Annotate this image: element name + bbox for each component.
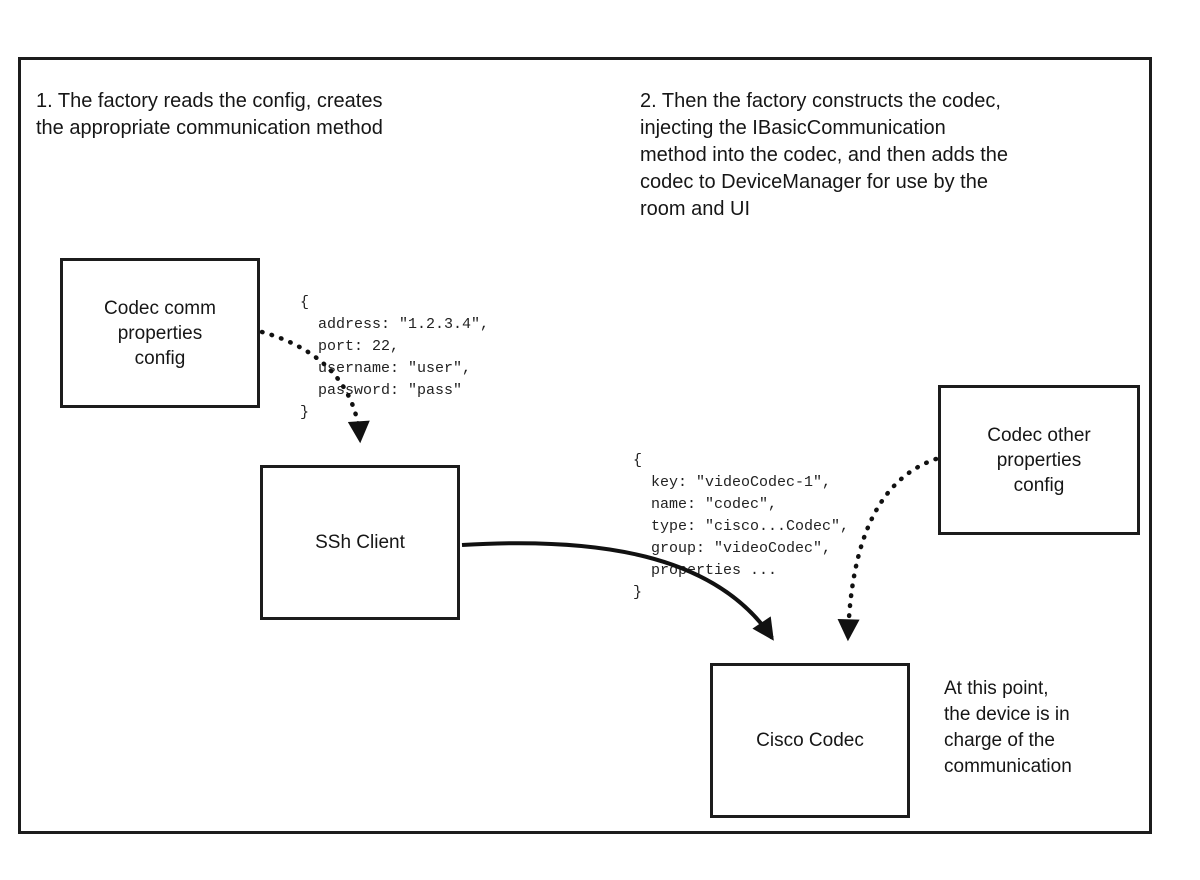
note-device-in-charge: At this point, the device is in charge o… [944, 678, 1072, 777]
note-step-2: 2. Then the factory constructs the codec… [640, 90, 1009, 220]
code-comm-properties-json: { address: "1.2.3.4", port: 22, username… [300, 294, 490, 421]
note-step-1: 1. The factory reads the config, creates… [36, 90, 383, 139]
box-codec-other-properties-config: Codec other properties config [938, 385, 1140, 535]
box-cisco-codec: Cisco Codec [710, 663, 910, 818]
code-codec-properties-json: { key: "videoCodec-1", name: "codec", ty… [633, 452, 850, 601]
box-codec-comm-properties-config: Codec comm properties config [60, 258, 260, 408]
box-ssh-client: SSh Client [260, 465, 460, 620]
